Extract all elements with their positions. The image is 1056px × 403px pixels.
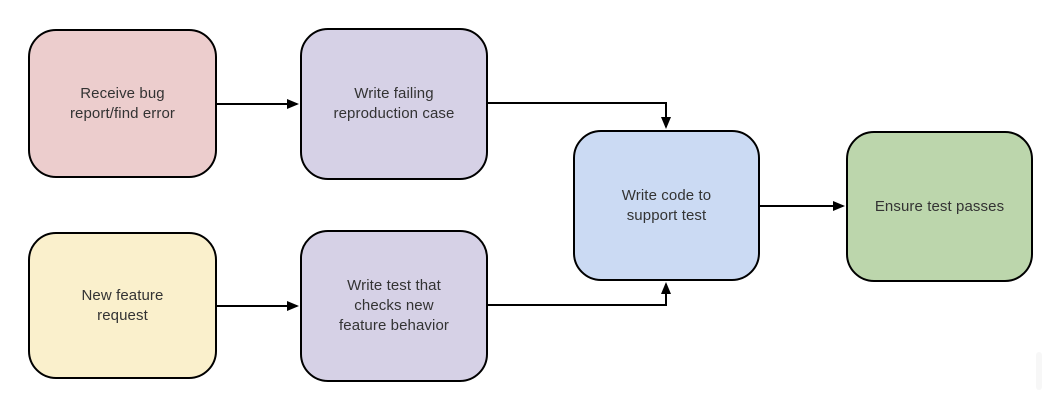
node-write-test-checks: Write test that checks new feature behav…	[300, 230, 488, 382]
node-label-line: reproduction case	[333, 105, 455, 122]
node-label-line: Write test that	[347, 277, 441, 294]
node-receive-bug-report: Receive bug report/find error	[28, 29, 217, 178]
node-new-feature-request: New feature request	[28, 232, 217, 379]
node-label-line: feature behavior	[338, 317, 449, 334]
node-write-code-support: Write code to support test	[573, 130, 760, 281]
node-label-line: support test	[626, 206, 707, 224]
node-ensure-test-passes: Ensure test passes	[846, 131, 1033, 282]
node-label: Ensure test passes	[875, 197, 1004, 217]
node-label: New feature request	[82, 286, 164, 326]
node-label-line: report/find error	[69, 104, 176, 122]
node-write-failing-repro: Write failing reproduction case	[300, 28, 488, 180]
node-label: Write test that checks new feature behav…	[339, 276, 449, 336]
node-label-line: request	[97, 306, 148, 324]
edge-test-to-code	[488, 282, 671, 306]
node-label-line: Receive bug	[80, 84, 165, 102]
node-label-line: Ensure test passes	[874, 197, 1005, 215]
scrollbar-thumb[interactable]	[1036, 352, 1042, 390]
node-label-line: checks new	[354, 297, 434, 314]
node-label-line: Write code to	[621, 186, 712, 204]
node-label: Write failing reproduction case	[334, 84, 455, 124]
node-label: Write code to support test	[622, 186, 711, 226]
node-label: Receive bug report/find error	[70, 84, 175, 124]
node-label-line: Write failing	[354, 85, 434, 102]
node-label-line: New feature	[81, 286, 164, 304]
edge-repro-to-code	[488, 102, 671, 129]
